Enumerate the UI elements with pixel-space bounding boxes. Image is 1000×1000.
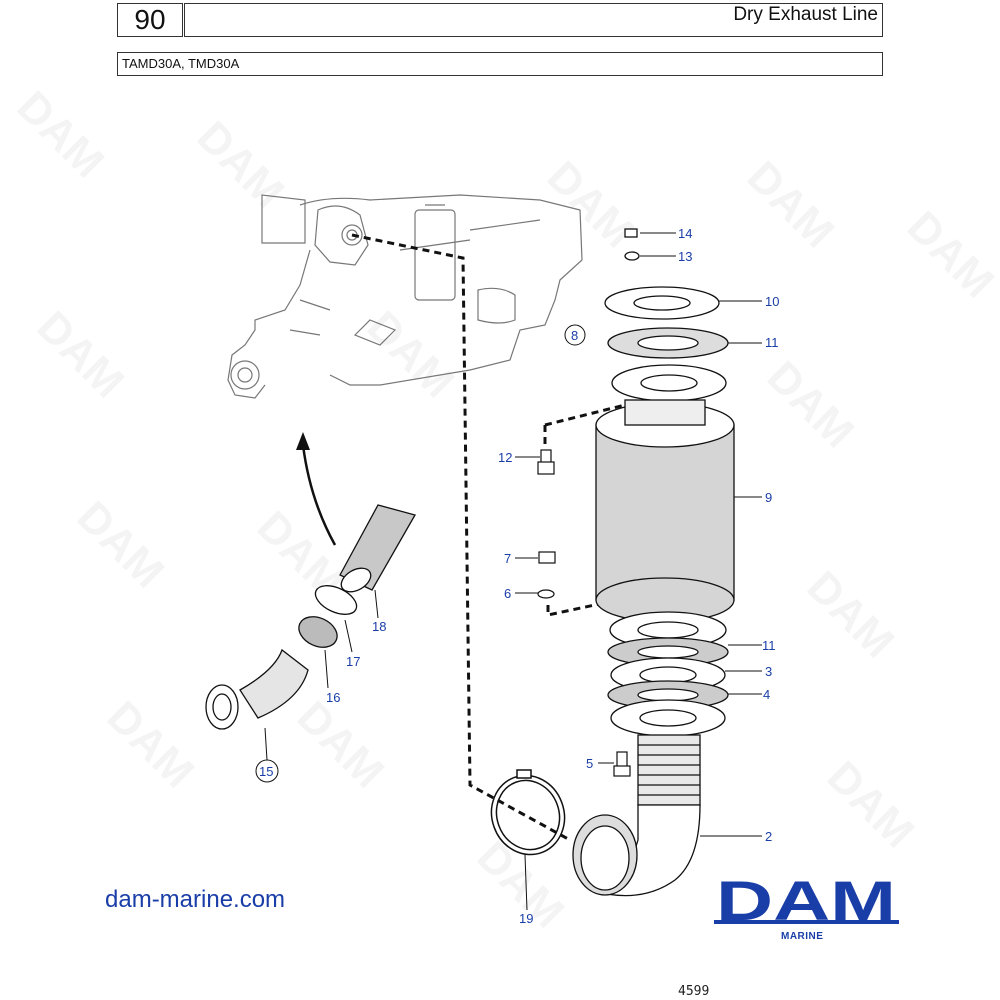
silencer-cylinder xyxy=(595,399,735,623)
flow-arrow xyxy=(296,432,337,546)
reference-number: 4599 xyxy=(678,984,710,999)
callout-13: 13 xyxy=(678,249,692,264)
dam-logo: DAM xyxy=(714,876,899,932)
model-box: TAMD30A, TMD30A xyxy=(117,52,883,76)
engine-outline xyxy=(227,194,583,399)
fasteners xyxy=(537,449,631,777)
callout-10: 10 xyxy=(765,294,779,309)
model-list: TAMD30A, TMD30A xyxy=(122,56,240,71)
callout-9: 9 xyxy=(765,490,772,505)
callout-7: 7 xyxy=(504,551,511,566)
title-box: Dry Exhaust Line xyxy=(184,3,883,37)
callout-14: 14 xyxy=(678,226,692,241)
callout-12: 12 xyxy=(498,450,512,465)
callout-3: 3 xyxy=(765,664,772,679)
callout-leaders xyxy=(264,232,762,911)
exhaust-elbow xyxy=(572,734,701,897)
callout-18: 18 xyxy=(372,619,386,634)
website-link[interactable]: dam-marine.com xyxy=(105,886,286,913)
callout-8: 8 xyxy=(571,328,578,343)
callout-19: 19 xyxy=(519,911,533,926)
callout-5: 5 xyxy=(586,756,593,771)
dashed-leader-lines xyxy=(351,233,626,842)
logo-subtext: MARINE xyxy=(781,931,824,942)
upper-flanges xyxy=(604,228,729,402)
clamp-ring xyxy=(490,769,566,856)
callout-circle xyxy=(255,759,279,783)
callout-2: 2 xyxy=(765,829,772,844)
callout-15: 15 xyxy=(259,764,273,779)
callout-circle xyxy=(564,324,586,346)
callout-4: 4 xyxy=(763,687,770,702)
callout-6: 6 xyxy=(504,586,511,601)
logo-text: DAM xyxy=(716,876,896,932)
callout-11-upper: 11 xyxy=(765,335,779,350)
callout-16: 16 xyxy=(326,690,340,705)
section-number: 90 xyxy=(117,3,183,37)
hose-assembly xyxy=(205,504,416,730)
lower-flanges xyxy=(607,611,729,737)
callout-11-lower: 11 xyxy=(762,638,776,653)
callout-17: 17 xyxy=(346,654,360,669)
page-title: Dry Exhaust Line xyxy=(733,4,878,25)
callout-labels: 14 13 10 11 8 12 9 7 6 11 3 4 5 2 18 17 … xyxy=(255,226,779,926)
